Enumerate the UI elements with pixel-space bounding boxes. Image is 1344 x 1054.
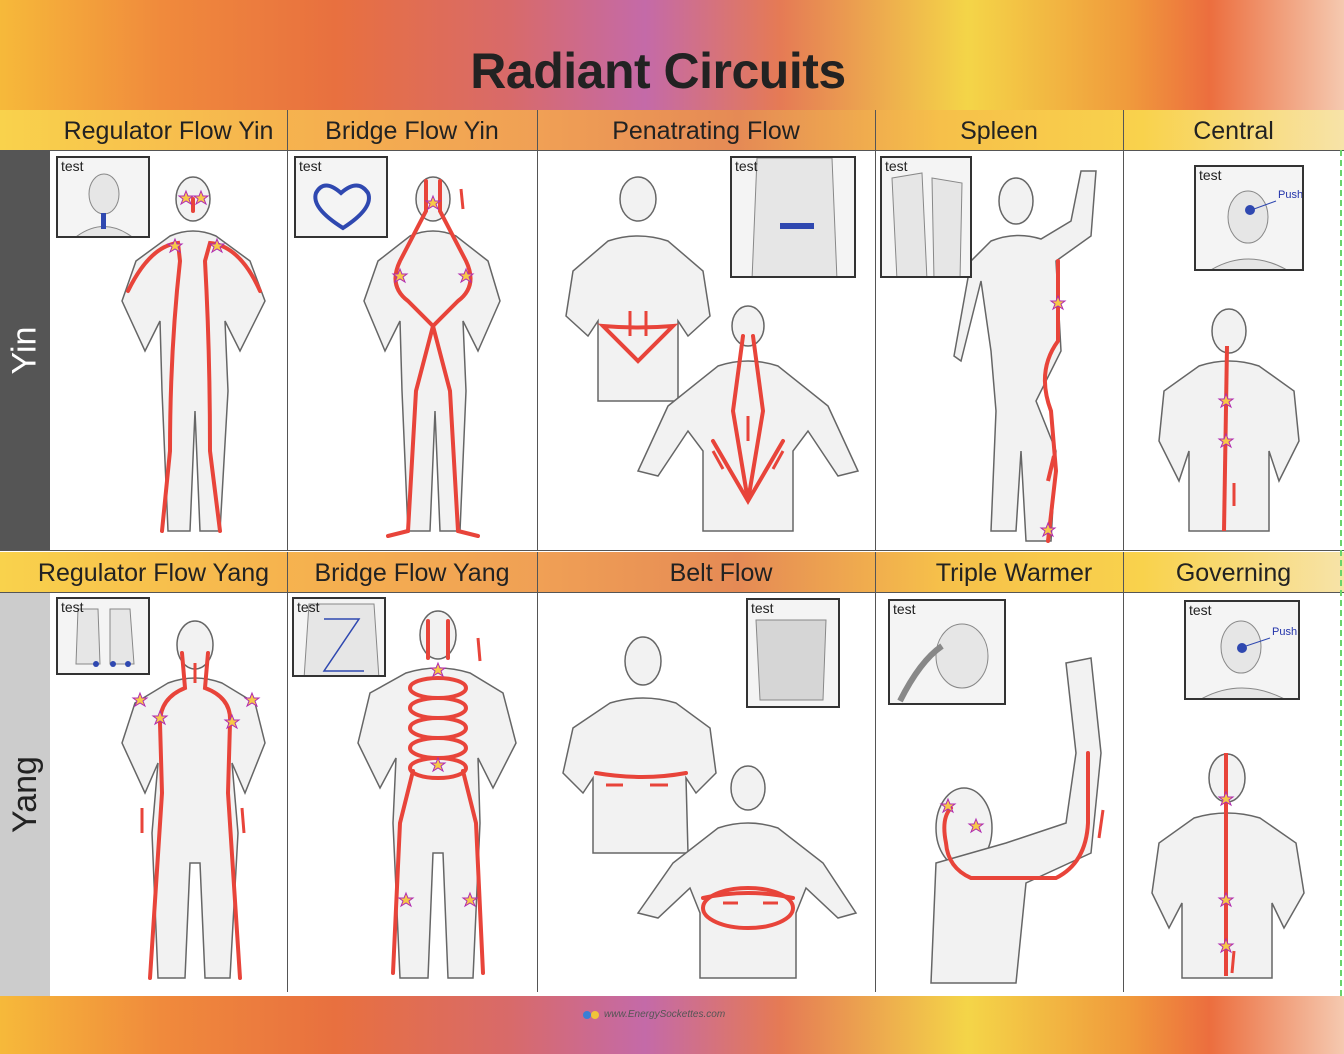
grid-line <box>1123 110 1124 550</box>
panel-bridge-flow-yang: test <box>288 593 537 992</box>
footer: www.EnergySockettes.com <box>582 1009 725 1020</box>
logo-icon <box>583 1010 599 1019</box>
header-spleen: Spleen <box>960 117 1038 145</box>
panel-triple-warmer: test <box>876 593 1123 992</box>
test-inset: test Push <box>1194 165 1304 271</box>
test-inset: test <box>880 156 972 278</box>
panel-central: test Push <box>1124 151 1340 550</box>
header-regulator-flow-yang: Regulator Flow Yang <box>37 559 270 587</box>
figure-raised-arm <box>953 170 1097 543</box>
test-inset: test Push <box>1184 600 1300 700</box>
footer-url: www.EnergySockettes.com <box>604 1009 726 1020</box>
header-central: Central <box>1193 117 1274 145</box>
grid-line <box>287 552 288 992</box>
grid-line <box>0 550 1344 551</box>
footer-banner <box>0 996 1344 1054</box>
header-regulator-flow-yin: Regulator Flow Yin <box>63 117 274 145</box>
test-inset: test <box>746 598 840 708</box>
figure-side-arm-raised <box>930 657 1105 984</box>
panel-bridge-flow-yin: test <box>288 151 537 550</box>
flow-arrow <box>459 188 465 210</box>
figure-back-standing <box>121 620 266 980</box>
panel-regulator-flow-yang: test <box>50 593 287 992</box>
page-title: Radiant Circuits <box>470 43 846 99</box>
header-bridge-flow-yin: Bridge Flow Yin <box>325 117 499 145</box>
test-inset: test <box>292 597 386 677</box>
header-penatrating-flow: Penatrating Flow <box>612 117 800 145</box>
header-belt-flow: Belt Flow <box>669 559 773 587</box>
grid-line <box>0 150 1344 151</box>
figure-front-torso <box>1158 308 1300 532</box>
panel-governing: test Push <box>1124 593 1340 992</box>
flow-arrow <box>1097 809 1105 839</box>
flow-arrow <box>476 637 482 662</box>
flow-arrow <box>1230 950 1236 974</box>
figures-penatrating <box>565 176 860 532</box>
header-governing: Governing <box>1175 559 1292 587</box>
test-inset: test <box>56 156 150 238</box>
grid-line <box>537 552 538 992</box>
grid-line <box>875 110 876 550</box>
panel-regulator-flow-yin: test <box>50 151 287 550</box>
figure-back-standing <box>357 610 517 979</box>
yin-header-row: Regulator Flow Yin Bridge Flow Yin Penat… <box>0 110 1344 150</box>
grid-line <box>0 592 1344 593</box>
test-inset: test <box>888 599 1006 705</box>
figure-front-standing <box>363 176 501 538</box>
test-inset: test <box>294 156 388 238</box>
figure-front-standing <box>121 176 266 533</box>
flow-arrow <box>1046 455 1056 482</box>
grid-line <box>537 110 538 550</box>
push-label: Push <box>1272 626 1298 638</box>
figures-belt <box>562 636 858 979</box>
panel-spleen: test <box>876 151 1123 550</box>
yang-header-row: Regulator Flow Yang Bridge Flow Yang Bel… <box>0 552 1344 592</box>
dashed-edge <box>1340 150 1342 996</box>
push-label: Push <box>1278 189 1304 201</box>
panel-belt-flow: test <box>538 593 875 992</box>
test-inset: test <box>730 156 856 278</box>
yang-row-label: Yang <box>0 592 50 996</box>
figure-back-torso <box>1151 753 1305 979</box>
header-bridge-flow-yang: Bridge Flow Yang <box>314 559 510 587</box>
grid-line <box>287 110 288 550</box>
grid-line <box>1123 552 1124 992</box>
yin-row-label: Yin <box>0 150 50 550</box>
header-triple-warmer: Triple Warmer <box>935 559 1093 587</box>
test-inset: test <box>56 597 150 675</box>
grid-line <box>875 552 876 992</box>
panel-penatrating-flow: test <box>538 151 875 550</box>
title-banner <box>0 0 1344 110</box>
